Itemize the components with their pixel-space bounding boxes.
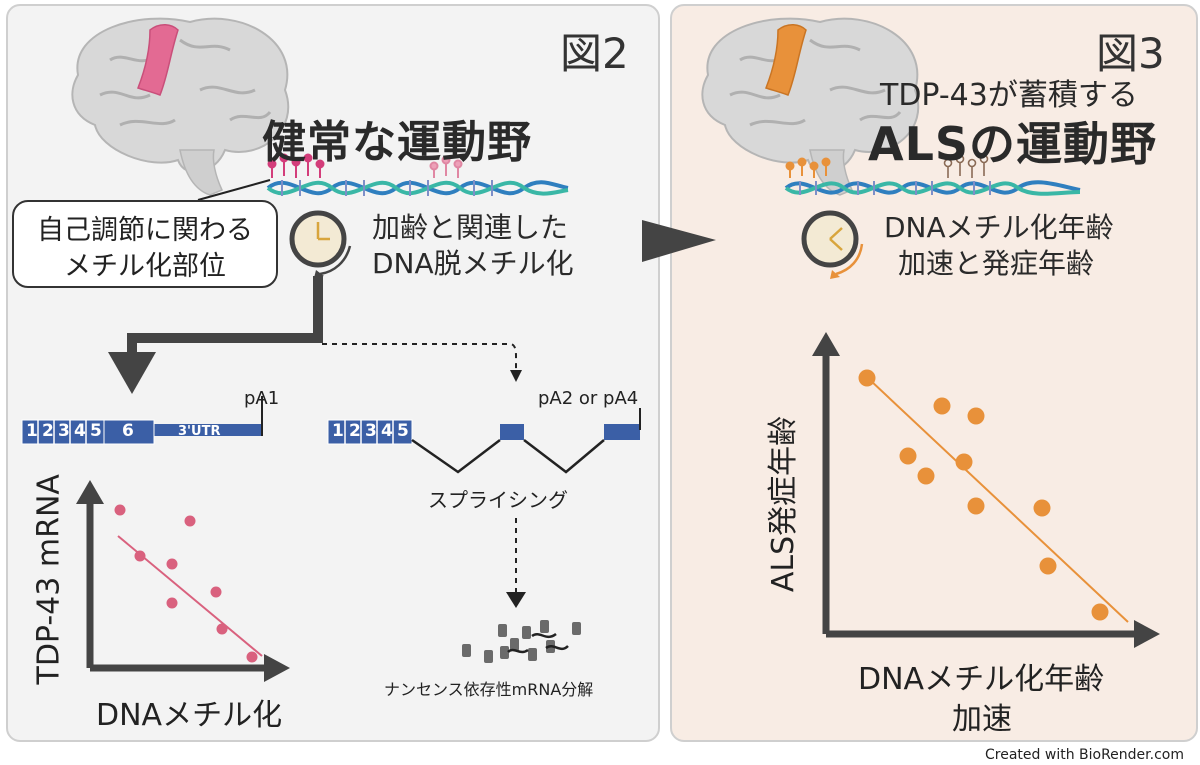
- transcript2-polya-label: pA2 or pA4: [538, 388, 639, 409]
- fig2-clock-caption-1: 加齢と関連した: [372, 211, 569, 244]
- fig3-x-axis-label-1: DNAメチル化年齢: [858, 662, 1105, 697]
- transcript1-polya-label: pA1: [244, 388, 280, 409]
- exon-5: 5: [90, 421, 102, 441]
- t2-exon-4: 4: [381, 421, 393, 441]
- nmd-label: ナンセンス依存性mRNA分解: [384, 680, 594, 699]
- fig2-point-8: [246, 651, 258, 663]
- callout-leader-line: [197, 179, 271, 201]
- t2-exon-3: 3: [365, 421, 377, 441]
- dashed-flow-arrow: [322, 343, 517, 370]
- fig3-clock-caption-2: 加速と発症年齢: [898, 247, 1095, 280]
- credit-text: Created with BioRender.com: [985, 747, 1184, 763]
- fig2-clock-caption-2: DNA脱メチル化: [372, 247, 574, 280]
- mrna-fragments-icon: [462, 620, 581, 663]
- main-flow-arrowhead: [108, 352, 156, 394]
- exon-1: 1: [26, 421, 38, 441]
- t2-exon-2: 2: [349, 421, 361, 441]
- fig3-y-axis-label: ALS発症年齢: [766, 415, 801, 593]
- methylation-callout: 自己調節に関わる メチル化部位: [12, 200, 278, 288]
- dna-helix-icon: [784, 154, 1081, 196]
- fig2-point-5: [210, 586, 222, 598]
- splicing-label: スプライシング: [428, 488, 568, 512]
- fig3-x-axis-label-2: 加速: [952, 702, 1012, 737]
- callout-line-2: メチル化部位: [64, 251, 226, 282]
- exon-6: 6: [122, 421, 134, 441]
- fig2-scatter-plot: [76, 480, 290, 682]
- fig3-point-10: [1091, 603, 1109, 621]
- fig2-point-7: [216, 623, 228, 635]
- fig3-clock-caption-1: DNAメチル化年齢: [884, 211, 1114, 244]
- fig3-point-1: [858, 369, 876, 387]
- fig3-point-6: [917, 467, 935, 485]
- fig2-point-3: [134, 550, 146, 562]
- fig3-scatter-plot: [812, 332, 1160, 648]
- fig3-point-9: [1039, 557, 1057, 575]
- exon-3utr: 3'UTR: [178, 424, 221, 439]
- transcript-2: [327, 408, 641, 474]
- fig3-point-2: [933, 397, 951, 415]
- t2-exon-5: 5: [397, 421, 409, 441]
- t2-exon-1: 1: [332, 421, 344, 441]
- fig2-point-1: [114, 504, 126, 516]
- figure3-label: 図3: [1096, 29, 1165, 78]
- fig3-point-5: [955, 453, 973, 471]
- figure2-label: 図2: [560, 29, 629, 78]
- dna-helix-icon: [266, 153, 569, 196]
- clock-icon: [801, 210, 864, 279]
- figure3-title: ALSの運動野: [868, 117, 1158, 171]
- fig2-point-2: [184, 515, 196, 527]
- callout-line-1: 自己調節に関わる: [37, 215, 253, 246]
- clock-icon: [289, 210, 352, 278]
- fig2-point-4: [166, 558, 178, 570]
- fig3-point-4: [899, 447, 917, 465]
- transcript-1: [21, 396, 263, 445]
- figure2-title: 健常な運動野: [262, 117, 532, 168]
- fig3-point-8: [1033, 499, 1051, 517]
- fig3-trend-line: [869, 379, 1129, 623]
- exon-4: 4: [74, 421, 86, 441]
- exon-2: 2: [42, 421, 54, 441]
- figure3-subtitle: TDP-43が蓄積する: [880, 78, 1138, 113]
- fig2-x-axis-label: DNAメチル化: [96, 698, 283, 733]
- fig3-point-3: [967, 407, 985, 425]
- arrow-right-icon: [642, 220, 716, 262]
- exon-3: 3: [58, 421, 70, 441]
- main-flow-arrow: [127, 276, 323, 356]
- brain-icon: [71, 17, 290, 196]
- fig2-y-axis-label: TDP-43 mRNA: [31, 474, 67, 685]
- brain-icon: [701, 17, 920, 196]
- fig3-point-7: [967, 497, 985, 515]
- fig2-point-6: [166, 597, 178, 609]
